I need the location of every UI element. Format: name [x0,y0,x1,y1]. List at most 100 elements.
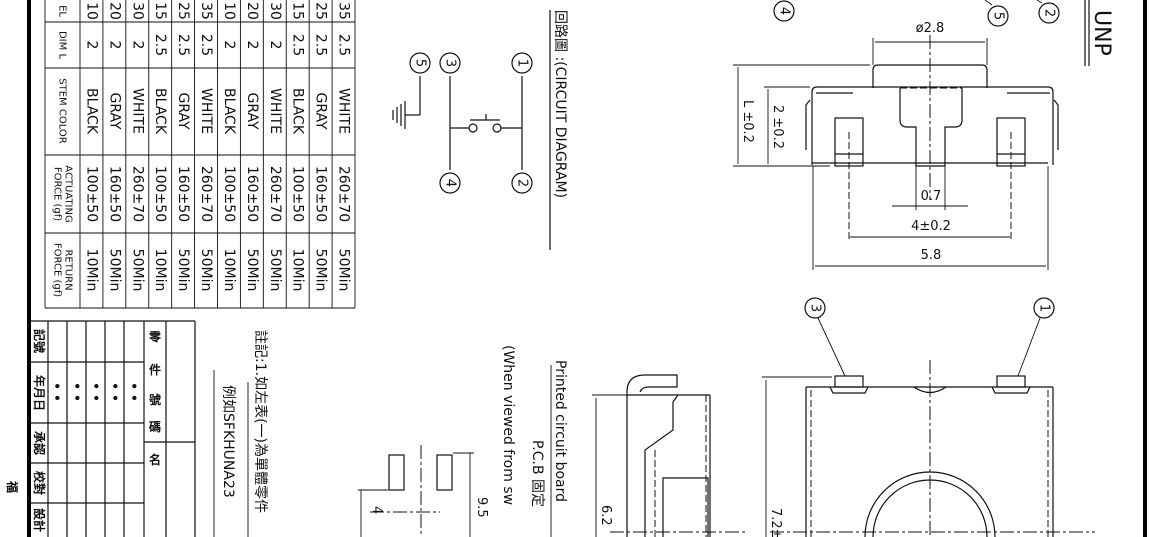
dim-l-cell: 2 [129,41,145,50]
svg-text:4: 4 [443,179,458,187]
return-force-cell: 50Min [336,249,352,292]
note-example: 例如SFKHUNA23 [220,385,236,498]
callout-4: 4 [773,0,795,22]
return-force-cell: 10Min [290,249,306,292]
svg-text:2: 2 [1042,9,1057,17]
company-char: 福 [5,480,20,493]
return-force-cell: 50Min [313,249,329,292]
return-force-cell: 50Min [129,249,145,292]
circuit-title: 回路圖 :(CIRCUIT DIAGRAM) [552,10,568,198]
notes: 註記:1.如左表(一)為單體零件 例如SFKHUNA23 Printed cir… [213,330,568,537]
actuating-force-cell: 160±50 [244,166,260,222]
model-cell: 25 [313,2,329,20]
model-cell: 35 [198,2,214,20]
svg-text:1: 1 [515,59,530,67]
pin-5-label: 5 [409,52,431,74]
dim-6-2: 6.2 [598,505,613,526]
date-dots: • • [50,382,64,402]
dim-l-cell: 2 [83,41,99,50]
stem-color-cell: GRAY [244,92,260,129]
date-dots: • • [127,382,141,402]
actuating-force-cell: 160±50 [175,166,191,222]
return-force-cell: 10Min [221,249,237,292]
stem-color-cell: BLACK [290,88,306,135]
svg-text:2: 2 [515,179,530,187]
header-actuating-force-unit: FORCE (gf) [52,167,63,221]
model-cell: 10 [83,2,99,20]
title-row-designed: 設計 [32,508,47,532]
return-force-cell: 50Min [267,249,283,292]
stem-color-cell: WHITE [267,88,283,134]
header-model: EL [57,5,68,17]
pcb-dim-4: 4 [369,506,384,514]
svg-text:5: 5 [991,12,1006,20]
callout-2: 2 [1038,2,1060,24]
dim-l-cell: 2.5 [198,34,214,56]
part-suffix-title: UNP [1089,10,1114,56]
date-dots: • • [108,382,122,402]
dim-l: L ±0.2 [740,100,755,143]
dim-7-2: 7.2±0.5 [768,508,783,537]
callout-3: 3 [804,297,826,319]
dim-l-cell: 2.5 [152,34,168,56]
dim-l-cell: 2 [106,41,122,50]
callout-5: 5 [987,5,1009,27]
stem-color-cell: GRAY [175,92,191,129]
dim-l-cell: 2 [267,41,283,50]
pcb-layout: 4 9.5 [358,445,489,537]
return-force-cell: 10Min [152,249,168,292]
title-row-date: 年月日 [32,375,47,411]
actuating-force-cell: 260±70 [129,166,145,222]
svg-text:1: 1 [1037,304,1052,312]
title-row-approved: 承認 [32,431,47,455]
svg-text:3: 3 [443,59,458,67]
stem-color-cell: GRAY [106,92,122,129]
pcb-title-cn: P.C.B 固定 [529,440,545,507]
dim-2: 2 ±0.2 [770,105,785,149]
dim-l-cell: 2.5 [313,34,329,56]
pcb-title: Printed circuit board [552,360,568,502]
dim-l-cell: 2.5 [336,34,352,56]
svg-text:3: 3 [808,304,823,312]
circuit-diagram: 回路圖 :(CIRCUIT DIAGRAM) 1 2 3 4 5 [392,10,568,250]
actuating-force-cell: 260±70 [267,166,283,222]
model-cell: 10 [221,2,237,20]
return-force-cell: 50Min [175,249,191,292]
actuating-force-cell: 160±50 [106,166,122,222]
name-label: 名 [149,452,161,467]
stem-color-cell: GRAY [313,92,329,129]
header-return-force: RETURN [63,249,74,290]
model-cell: 35 [336,2,352,20]
return-force-cell: 50Min [244,249,260,292]
stem-color-cell: WHITE [336,88,352,134]
svg-text:5: 5 [413,59,428,67]
side-view: 4 5 2 UNP ø2.8 L ±0.2 2 ±0.2 [733,0,1114,270]
button-outer-ring [864,471,996,537]
return-force-cell: 10Min [83,249,99,292]
part-number-char-3: 號 [149,392,161,407]
stem-color-cell: BLACK [221,88,237,135]
pin-1-label: 1 [511,52,533,74]
part-number-char-2: 件 [149,362,161,377]
header-dim-l: DIM L [57,31,68,59]
pin-4-label: 4 [439,172,461,194]
actuating-force-cell: 100±50 [152,166,168,222]
part-number-char-1: 零 [148,330,162,344]
pcb-dim-9-5: 9.5 [474,497,489,518]
actuating-force-cell: 100±50 [221,166,237,222]
callout-1: 1 [1033,297,1055,319]
model-cell: 15 [290,2,306,20]
spec-table: EL DIM L STEM COLOR ACTUATING FORCE (gf)… [44,0,356,309]
dim-0-7: 0.7 [921,189,942,204]
stem-color-cell: WHITE [129,88,145,134]
date-dots: • • [89,382,103,402]
dim-diameter: ø2.8 [916,21,945,36]
model-cell: 20 [244,2,260,20]
date-dots: • • [70,382,84,402]
svg-text:4: 4 [777,7,792,15]
header-actuating-force: ACTUATING [63,165,74,222]
title-row-mark: 記號 [32,329,47,353]
part-number-char-4: 碼 [148,419,161,434]
dim-l-cell: 2.5 [175,34,191,56]
title-block: 記號 年月日 承認 校對 設計 零 件 號 碼 名 • • • • • • • … [5,320,196,537]
